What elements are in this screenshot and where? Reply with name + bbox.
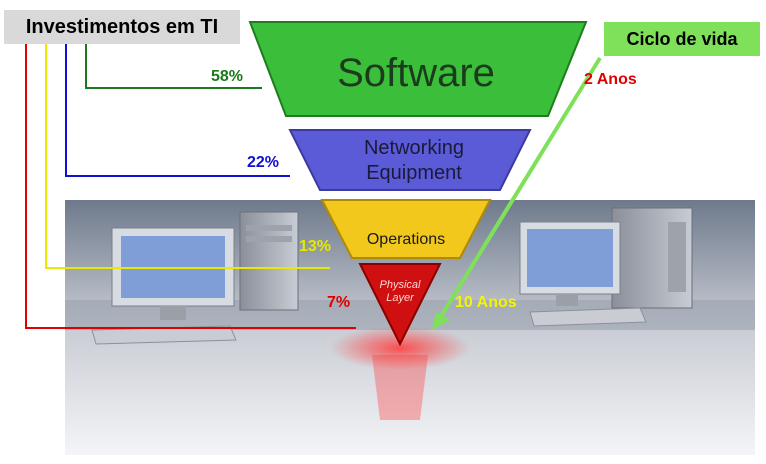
- networking-label-line1: Networking: [364, 137, 464, 159]
- networking-connector: [65, 44, 290, 177]
- networking-percent: 22%: [247, 154, 279, 171]
- operations-label: Operations: [367, 231, 445, 248]
- operations-percent: 13%: [299, 238, 331, 255]
- software-label: Software: [337, 51, 495, 95]
- page-title: Investimentos em TI: [25, 15, 219, 38]
- two-years-label: 2 Anos: [584, 71, 637, 88]
- title-box: Investimentos em TI: [4, 10, 240, 44]
- right-keyboard: [529, 307, 647, 327]
- lifecycle-arrow-line: [438, 56, 602, 320]
- physical-percent: 7%: [327, 294, 350, 311]
- networking-layer: [288, 129, 532, 191]
- physical-label-line1: Physical: [380, 279, 422, 291]
- right-computer: [519, 207, 693, 327]
- software-connector: [85, 44, 262, 89]
- physical-layer-reflection: [372, 355, 428, 420]
- red-glow: [330, 326, 470, 370]
- software-percent: 58%: [211, 68, 243, 85]
- physical-connector: [25, 44, 356, 329]
- lifecycle-arrowhead: [432, 312, 450, 330]
- lifecycle-title: Ciclo de vida: [626, 28, 738, 49]
- operations-connector: [45, 44, 330, 269]
- physical-label-line2: Layer: [386, 292, 415, 304]
- lifecycle-box: Ciclo de vida: [604, 22, 760, 56]
- operations-layer: [320, 199, 492, 259]
- right-screen: [527, 229, 613, 287]
- physical-layer: [358, 263, 442, 347]
- ten-years-label: 10 Anos: [455, 294, 517, 311]
- software-layer: [248, 21, 588, 117]
- networking-label-line2: Equipment: [366, 162, 462, 184]
